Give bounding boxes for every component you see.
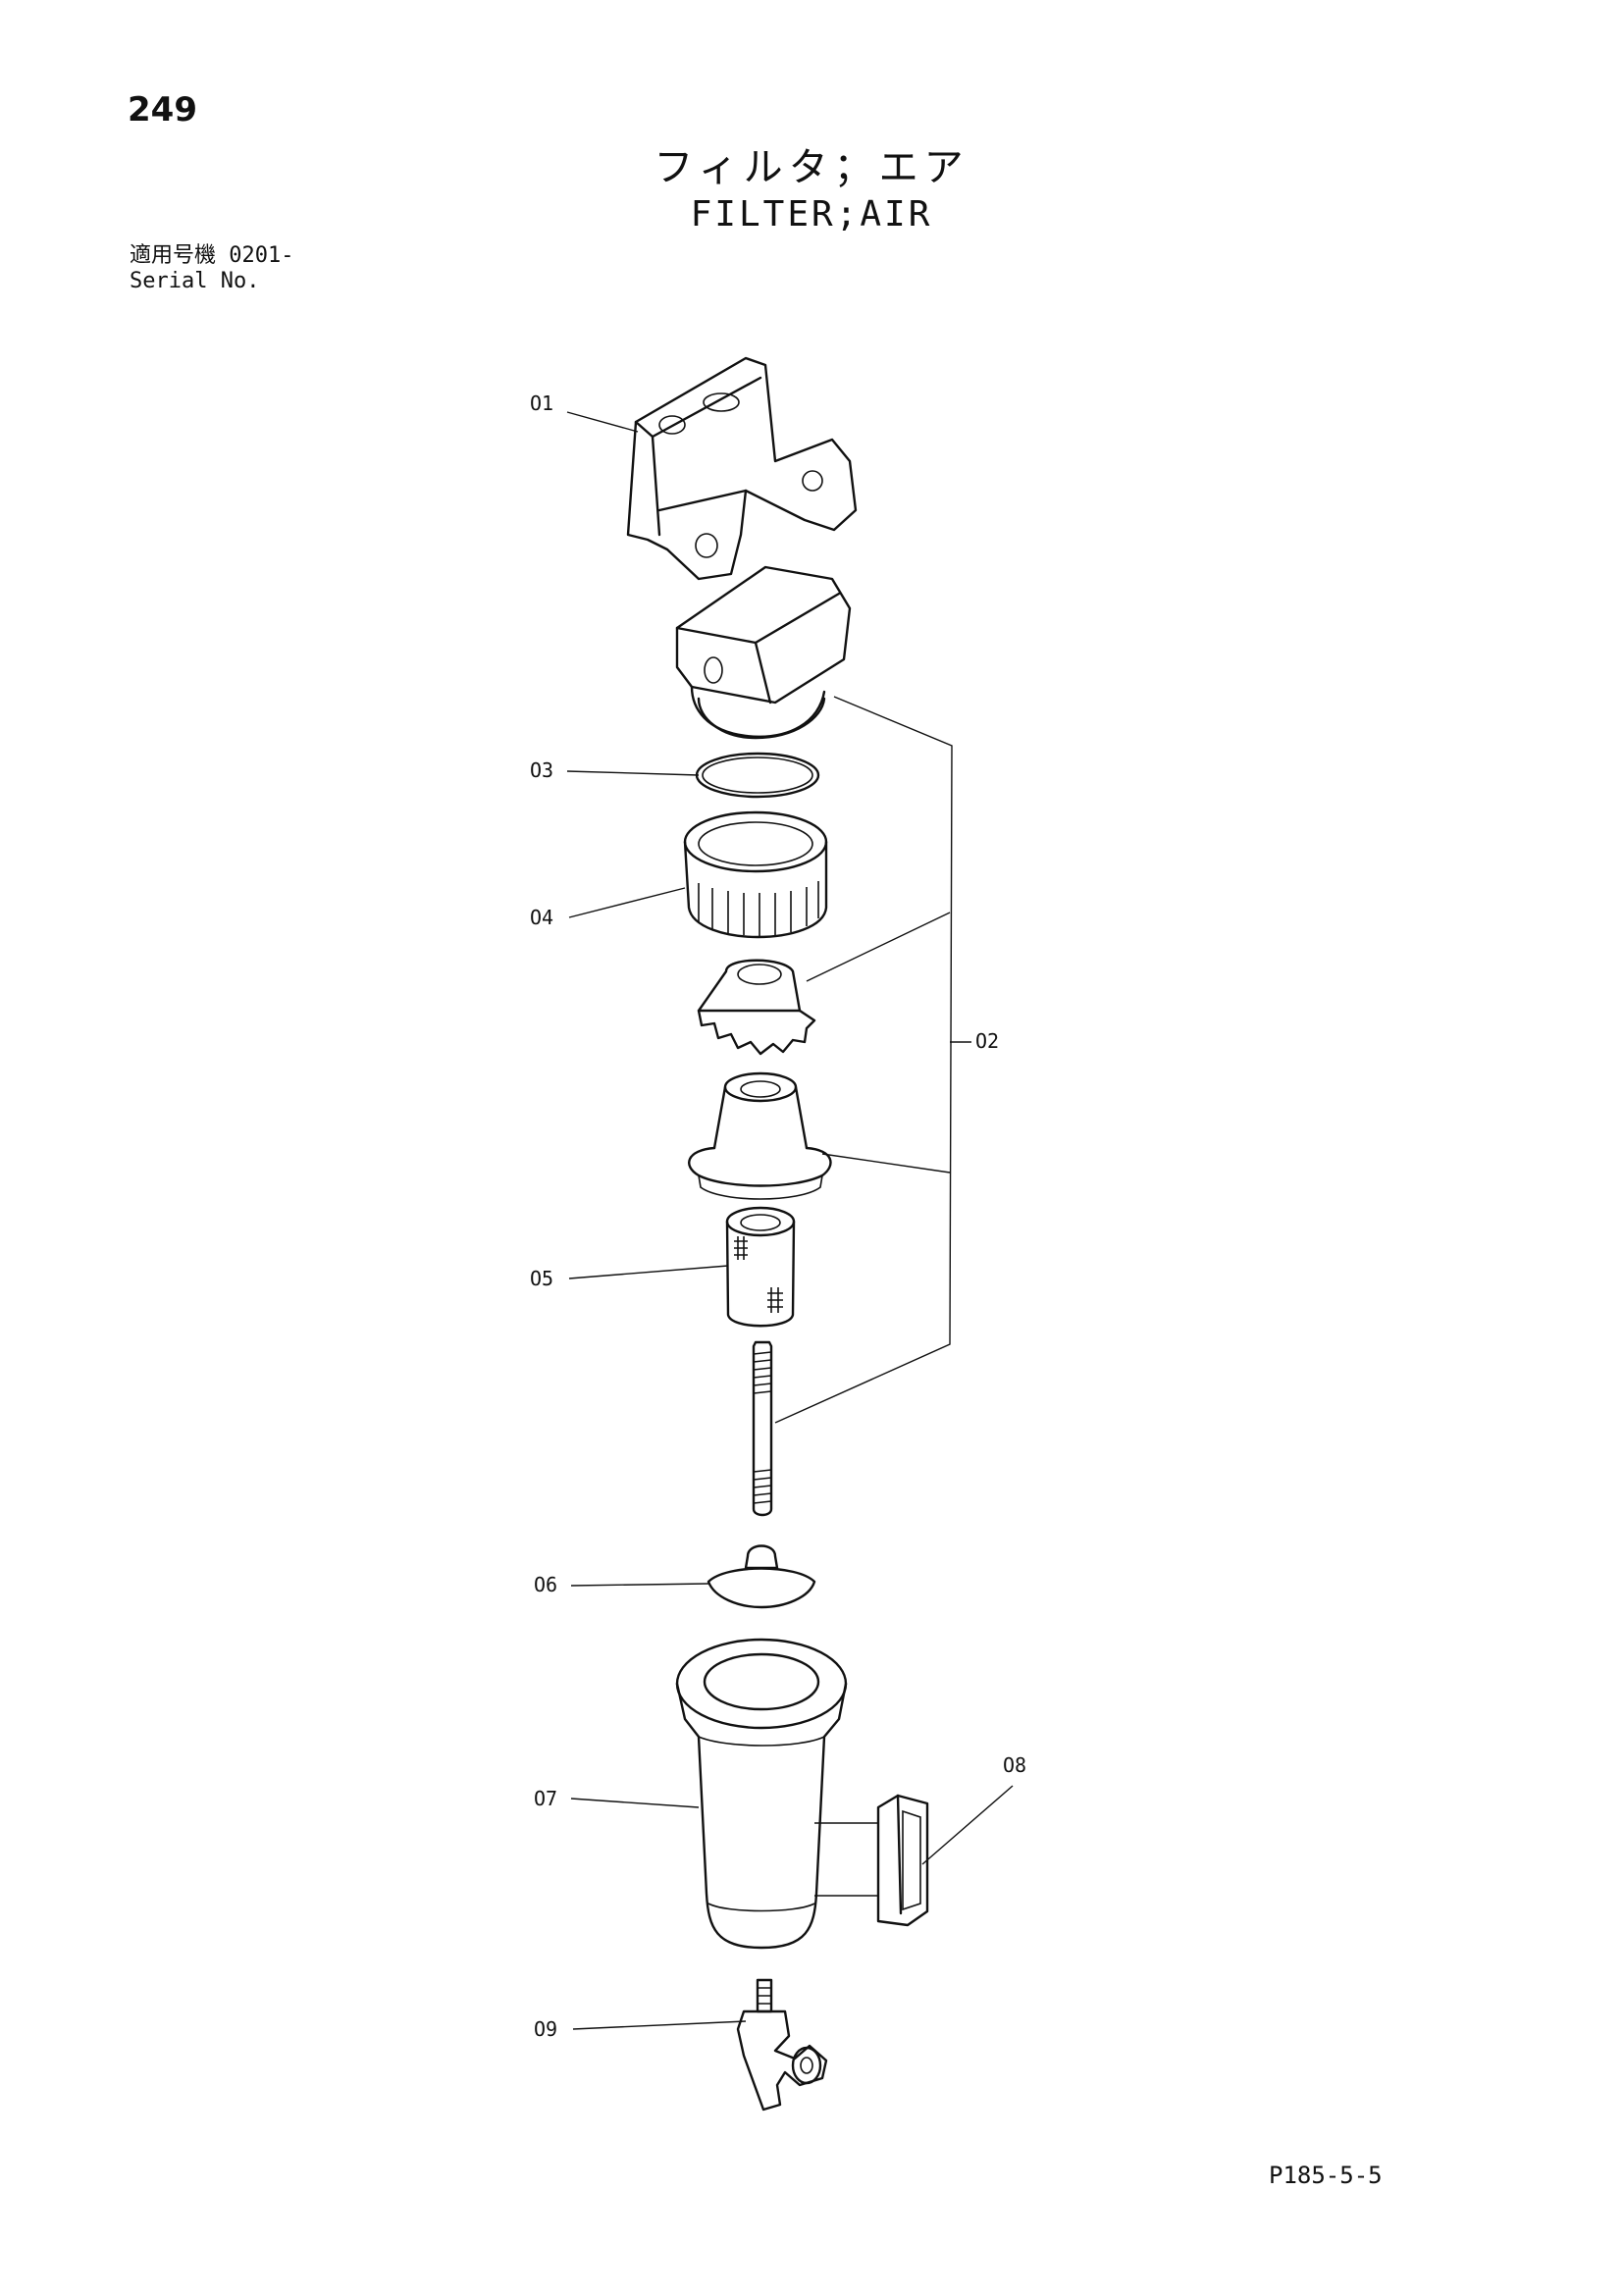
callout-02: O2 — [975, 1029, 999, 1053]
part-09-drain-valve — [736, 1978, 828, 2112]
callout-09: O9 — [534, 2017, 557, 2041]
part-06-baffle — [707, 1544, 816, 1609]
callout-05: O5 — [530, 1267, 553, 1290]
part-05-filter-element — [725, 1206, 796, 1328]
leader-lines — [566, 411, 1014, 2030]
part-01-bracket — [626, 356, 858, 581]
callout-04: O4 — [530, 906, 553, 929]
part-03-o-ring — [695, 752, 820, 799]
part-08-sight-glass — [814, 1794, 929, 1927]
title-english: FILTER;AIR — [690, 194, 933, 235]
part-02-stud-bolt — [752, 1340, 773, 1517]
document-code: P185-5-5 — [1269, 2162, 1383, 2189]
serial-label-en: Serial No. — [130, 269, 260, 293]
serial-label-jp: 適用号機 — [130, 243, 217, 268]
group-bracket-02 — [774, 696, 971, 1424]
callout-06: O6 — [534, 1573, 557, 1596]
serial-value: 0201- — [229, 243, 294, 268]
part-02-filter-head — [675, 565, 852, 740]
callout-07: O7 — [534, 1787, 557, 1810]
callout-03: O3 — [530, 758, 553, 782]
part-02-cone — [688, 1071, 832, 1200]
part-04-ring-nut — [683, 810, 828, 939]
page-number: 249 — [128, 90, 197, 130]
part-07-bowl — [675, 1638, 848, 1950]
callout-01: O1 — [530, 391, 553, 415]
title-japanese: フィルタ；エア — [654, 145, 969, 190]
part-02-deflector — [697, 959, 816, 1056]
callout-08: O8 — [1003, 1753, 1026, 1777]
serial-block: 適用号機 0201- Serial No. — [130, 243, 294, 294]
